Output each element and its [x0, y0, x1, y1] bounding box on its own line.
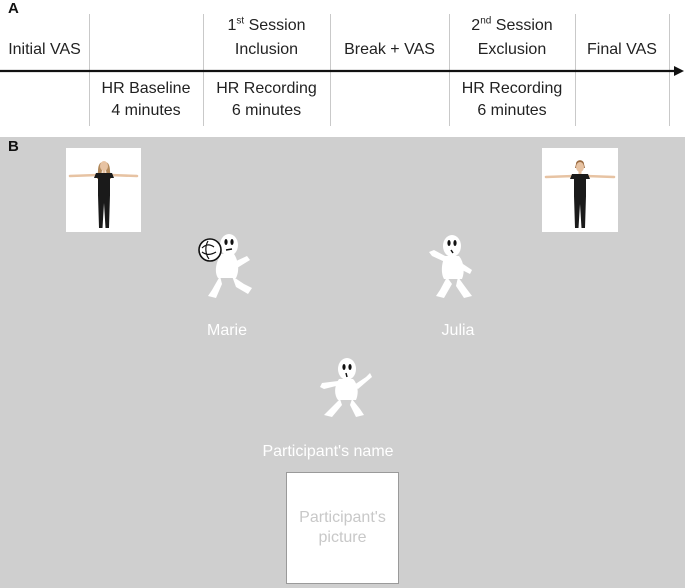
player-name-right: Julia	[441, 322, 475, 339]
player-photo-right	[542, 148, 618, 232]
initial-vas-label: Initial VAS	[8, 41, 81, 58]
hr-recording-2-label: HR Recording	[461, 80, 563, 97]
participant-picture-box: Participant's picture	[286, 472, 399, 584]
break-vas-label: Break + VAS	[344, 41, 435, 58]
player-photo-left	[66, 148, 141, 232]
session-1-subtitle: Inclusion	[234, 41, 299, 58]
player-avatar-right	[429, 235, 472, 298]
session-2-subtitle: Exclusion	[477, 41, 547, 58]
player-name-left: Marie	[206, 322, 247, 339]
hr-baseline-label: HR Baseline	[101, 80, 191, 97]
hr-baseline-duration: 4 minutes	[111, 102, 181, 119]
participant-avatar	[320, 358, 372, 417]
timeline-arrow	[0, 66, 684, 76]
hr-recording-1-duration: 6 minutes	[231, 102, 302, 119]
panel-b-label: B	[8, 138, 19, 155]
hr-recording-1-label: HR Recording	[216, 80, 317, 97]
participant-name: Participant's name	[262, 443, 394, 460]
hr-recording-2-duration: 6 minutes	[477, 102, 547, 119]
panel-a-label: A	[8, 0, 19, 17]
player-avatar-left	[198, 234, 252, 298]
participant-picture-label: Participant's picture	[299, 509, 386, 546]
session-2-title: 2nd Session	[471, 15, 553, 34]
session-1-title: 1st Session	[227, 15, 306, 34]
final-vas-label: Final VAS	[587, 41, 657, 58]
